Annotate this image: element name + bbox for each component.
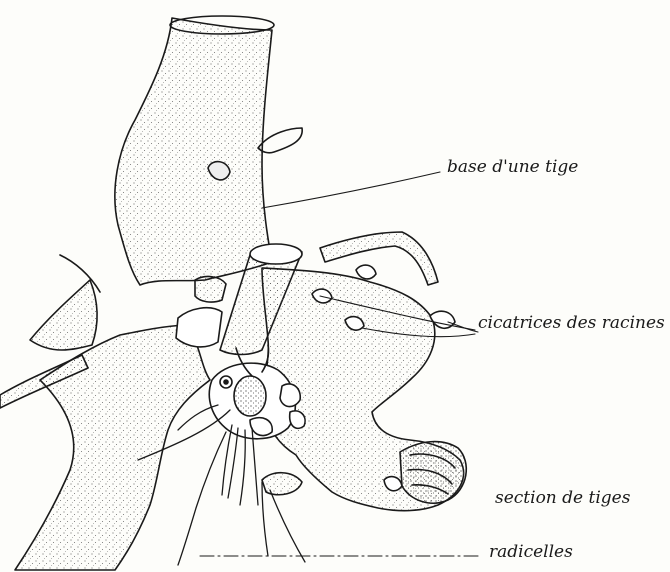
bud-3: [290, 411, 305, 428]
label-base-tige: base d'une tige: [447, 157, 578, 177]
lower-bud: [262, 473, 302, 495]
label-radicelles: radicelles: [489, 542, 573, 562]
label-section-tiges: section de tiges: [495, 488, 630, 508]
cylinder-stub-left: [176, 308, 222, 347]
stem-shape: [115, 18, 272, 285]
bud-2: [280, 384, 300, 407]
leader-base-tige: [262, 172, 440, 208]
cylinder-stub-small: [195, 277, 226, 303]
bud-1: [234, 376, 266, 416]
stem-side-shoot: [258, 128, 302, 153]
rhizome-main: [15, 325, 210, 570]
leader-cicatrices-3: [448, 322, 478, 332]
label-cicatrices: cicatrices des racines: [478, 313, 665, 333]
root-scar-4: [356, 265, 376, 279]
left-leaf-scale: [30, 280, 97, 350]
